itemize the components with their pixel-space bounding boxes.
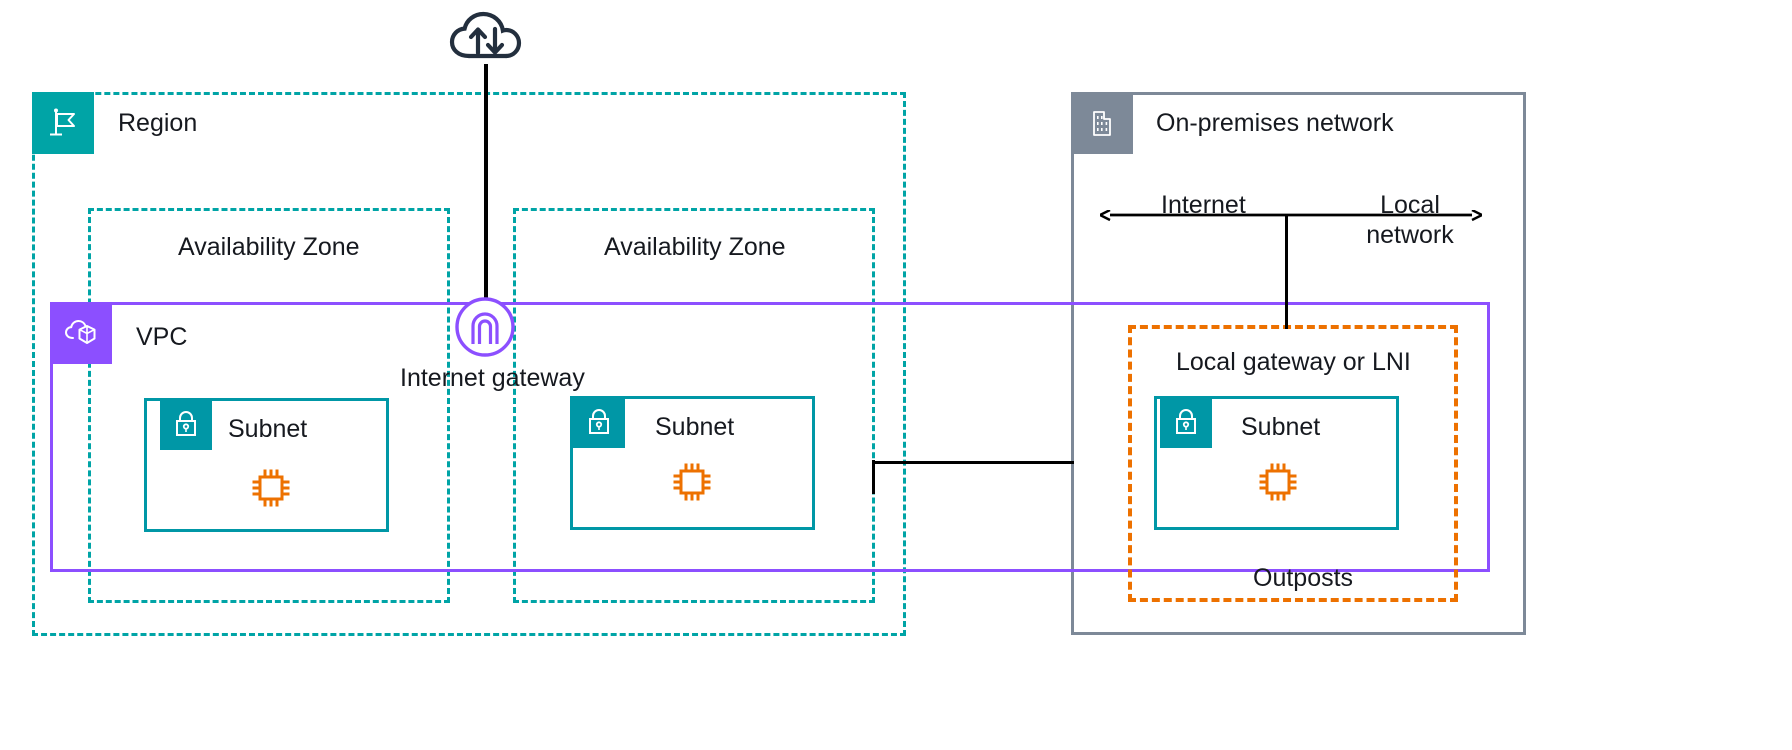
availability-zone-2-label: Availability Zone	[604, 233, 786, 261]
internet-gateway-icon	[454, 296, 516, 358]
on-premises-boundary	[1071, 92, 1526, 635]
vpc-cloud-icon	[60, 312, 102, 354]
subnet-2-icon-tile	[573, 396, 625, 448]
cloud-to-igw-line	[484, 64, 488, 304]
subnet-2-boundary	[570, 396, 815, 530]
vpc-icon-tile	[50, 302, 112, 364]
subnet-1-boundary	[144, 398, 389, 532]
on-premises-label: On-premises network	[1156, 109, 1394, 137]
region-boundary	[32, 92, 906, 636]
internet-gateway-label: Internet gateway	[400, 364, 585, 392]
availability-zone-2-boundary	[513, 208, 875, 603]
outposts-boundary	[1128, 325, 1458, 602]
subnet2-to-outposts-riser	[872, 460, 875, 494]
subnet-lock-icon	[1169, 405, 1203, 439]
subnet-1-icon-tile	[160, 398, 212, 450]
region-label: Region	[118, 109, 198, 137]
internet-cloud-updown-icon	[445, 8, 525, 70]
subnet-lock-icon	[582, 405, 616, 439]
availability-zone-1-label: Availability Zone	[178, 233, 360, 261]
on-premises-building-icon	[1082, 103, 1122, 143]
subnet2-to-outposts-line	[872, 461, 1074, 464]
subnet-3-label: Subnet	[1241, 413, 1321, 441]
outposts-label: Outposts	[1253, 564, 1354, 592]
onprem-traffic-to-outposts-line	[1285, 214, 1288, 329]
traffic-local-network-label: Local network	[1340, 190, 1480, 250]
local-gateway-label: Local gateway or LNI	[1176, 348, 1411, 376]
subnet-2-label: Subnet	[655, 413, 735, 441]
subnet-1-label: Subnet	[228, 415, 308, 443]
traffic-local-network-line2: network	[1366, 221, 1454, 249]
ec2-instance-chip-icon	[247, 464, 295, 512]
subnet-lock-icon	[169, 407, 203, 441]
subnet-3-boundary	[1154, 396, 1399, 530]
traffic-local-network-line1: Local	[1380, 191, 1440, 219]
traffic-internet-label: Internet	[1161, 191, 1246, 219]
vpc-label: VPC	[136, 323, 188, 351]
region-flag-icon	[43, 103, 83, 143]
region-icon-tile	[32, 92, 94, 154]
ec2-instance-chip-icon	[668, 458, 716, 506]
subnet-3-icon-tile	[1160, 396, 1212, 448]
vpc-boundary	[50, 302, 1490, 572]
ec2-instance-chip-icon	[1254, 458, 1302, 506]
availability-zone-1-boundary	[88, 208, 450, 603]
on-premises-icon-tile	[1071, 92, 1133, 154]
